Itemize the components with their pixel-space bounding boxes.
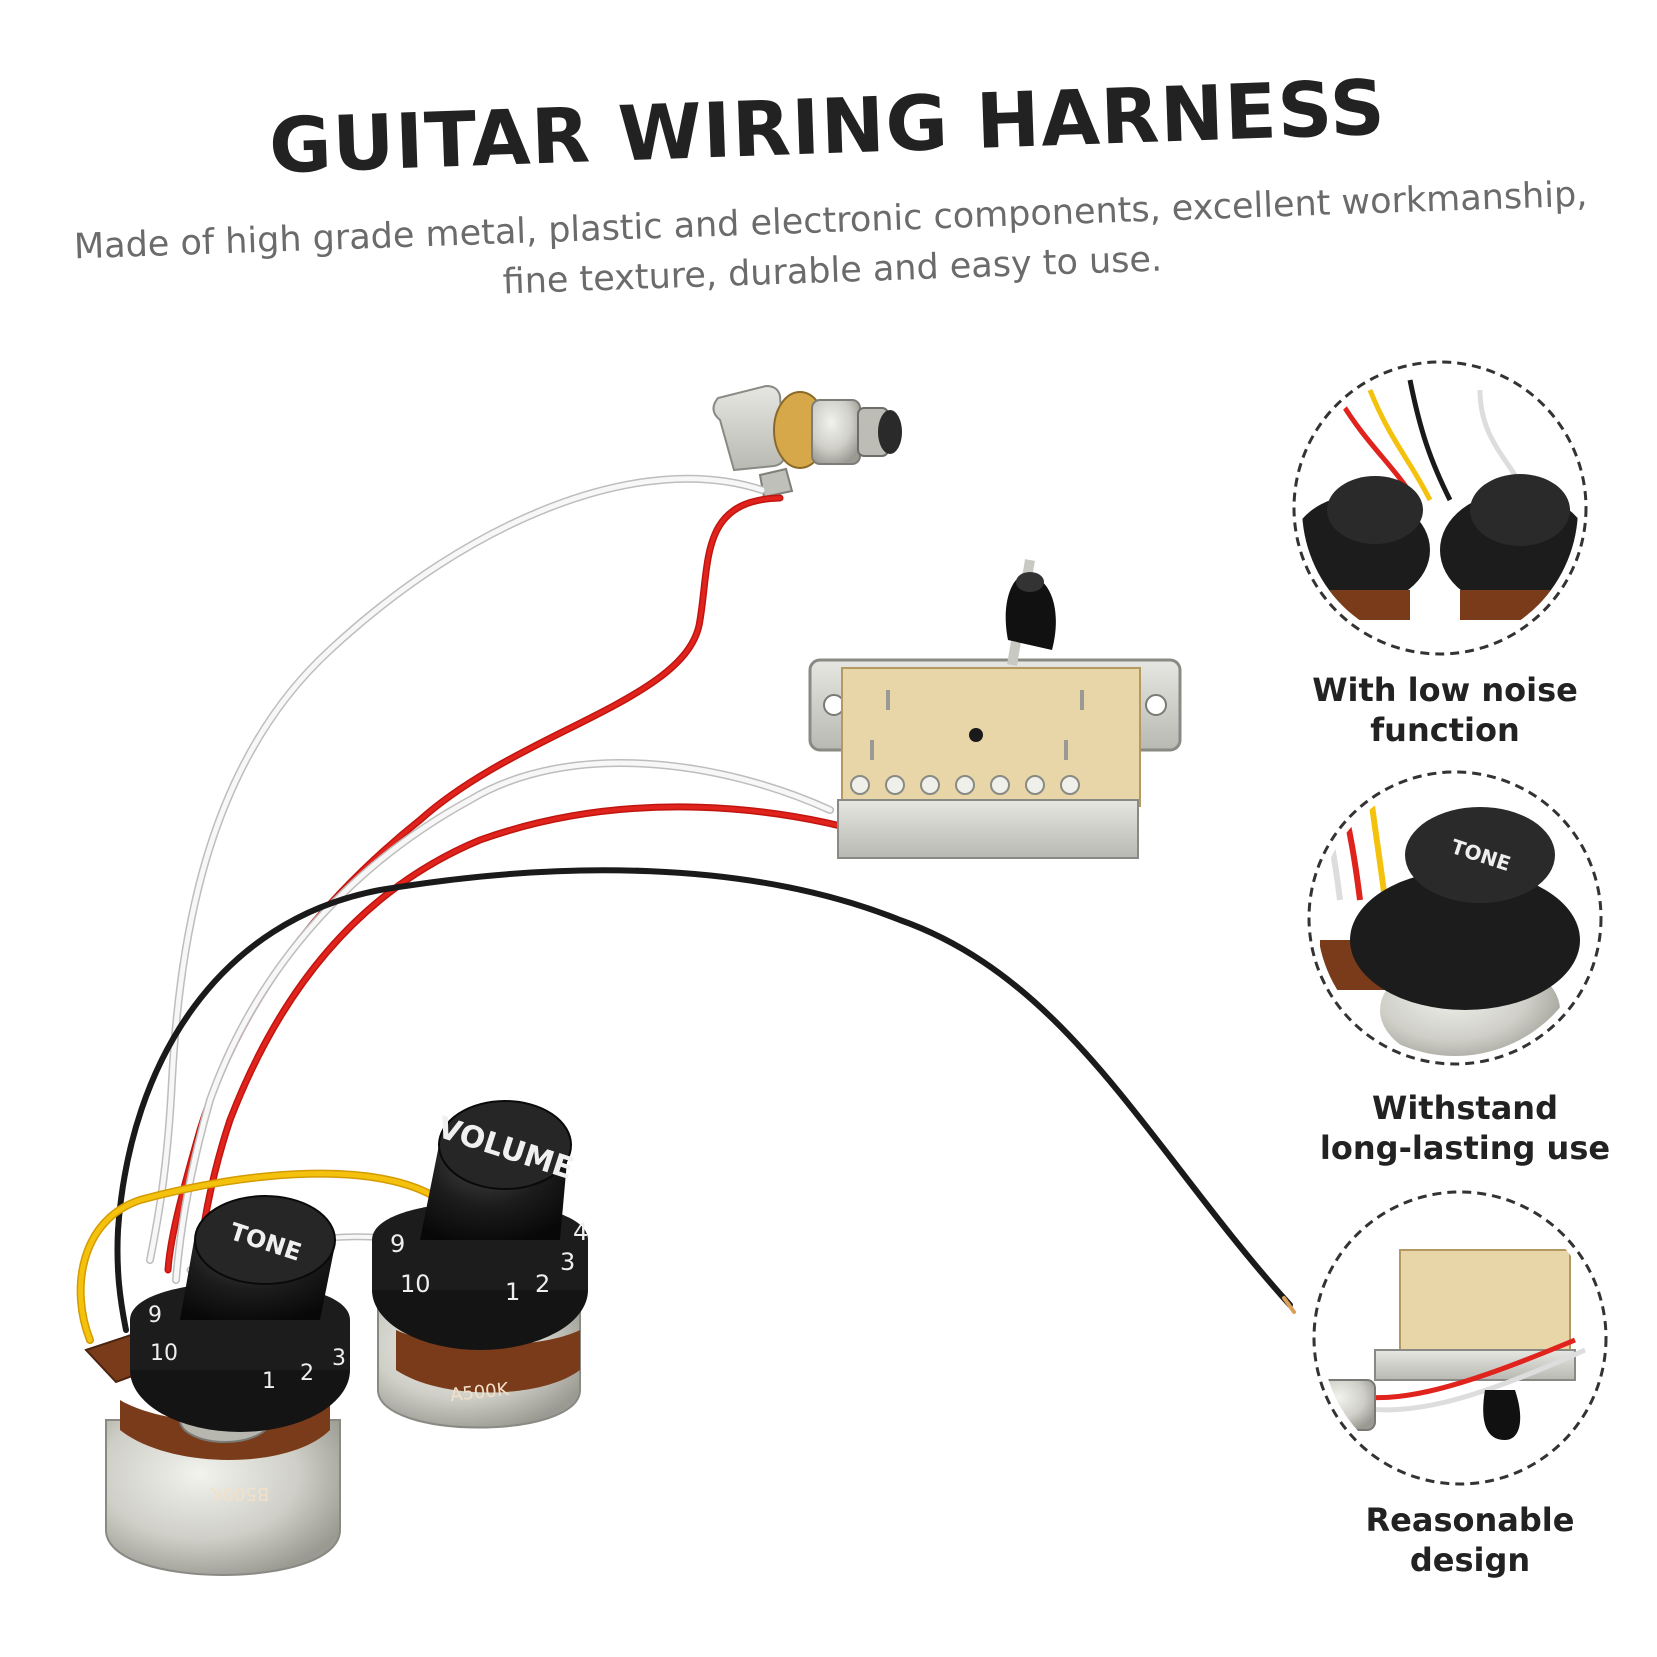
feature-long-lasting-image: TONE — [1307, 770, 1603, 1066]
feature-reasonable-design: Reasonable design — [1305, 1190, 1635, 1630]
tone-dial-3: 3 — [332, 1346, 346, 1371]
tone-dial-1: 1 — [262, 1369, 276, 1394]
wiring-harness-illustration: A500K VOLUME 9 10 1 2 3 4 B500K — [76, 384, 1296, 1576]
output-jack — [712, 384, 902, 499]
tone-dial-10: 10 — [150, 1341, 178, 1366]
header: GUITAR WIRING HARNESS Made of high grade… — [0, 0, 1657, 349]
feature-low-noise-image — [1292, 360, 1588, 656]
volume-dial-2: 2 — [535, 1270, 550, 1298]
tone-dial-9: 9 — [148, 1303, 162, 1328]
feature-reasonable-design-label: Reasonable design — [1365, 1501, 1575, 1579]
volume-dial-10: 10 — [400, 1270, 431, 1298]
feature-reasonable-design-image — [1312, 1190, 1608, 1486]
tone-knob: TONE 9 10 1 2 3 — [130, 1195, 350, 1432]
volume-dial-3: 3 — [560, 1248, 575, 1276]
volume-dial-1: 1 — [505, 1278, 520, 1306]
tone-dial-2: 2 — [300, 1361, 314, 1386]
feature-low-noise-label: With low noise function — [1312, 671, 1578, 749]
volume-dial-4: 4 — [573, 1218, 588, 1246]
volume-knob: VOLUME 9 10 1 2 3 4 — [372, 1100, 588, 1350]
feature-long-lasting: TONE Withstand long-lasting use — [1300, 770, 1630, 1190]
volume-dial-9: 9 — [390, 1230, 405, 1258]
tone-pot-marking: B500K — [210, 1483, 270, 1504]
page-subtitle: Made of high grade metal, plastic and el… — [72, 170, 1592, 323]
selector-switch — [808, 559, 1182, 859]
feature-low-noise: With low noise function — [1280, 360, 1610, 760]
feature-long-lasting-label: Withstand long-lasting use — [1319, 1089, 1611, 1167]
